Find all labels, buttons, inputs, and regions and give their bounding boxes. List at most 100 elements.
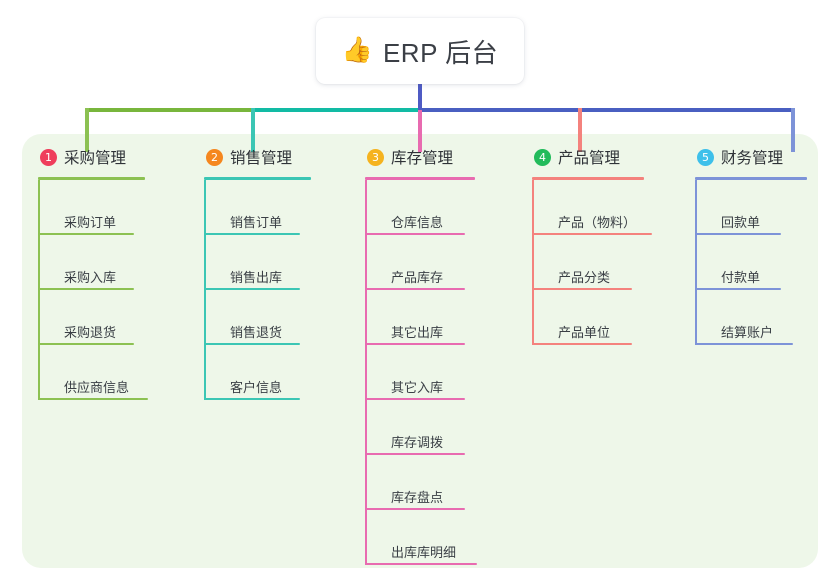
leaf-node-rule — [365, 343, 465, 345]
leaf-node-label: 回款单 — [721, 215, 761, 230]
leaf-node-label: 出库库明细 — [391, 545, 457, 560]
branch-drop-connector-2 — [251, 108, 255, 152]
leaf-node-rule — [532, 233, 652, 235]
branch-column-3: 3 库存管理仓库信息产品库存其它出库其它入库库存调拨库存盘点出库库明细 — [365, 146, 477, 565]
leaf-node-label: 采购退货 — [64, 325, 117, 340]
branch-drop-connector-1 — [85, 108, 89, 152]
leaf-node[interactable]: 产品库存 — [365, 235, 475, 290]
leaf-node[interactable]: 仓库信息 — [365, 180, 475, 235]
leaf-node-label: 产品单位 — [558, 325, 611, 340]
branch-number-badge: 5 — [697, 148, 714, 166]
connector-bar-left — [85, 108, 253, 112]
leaf-node-rule — [532, 288, 632, 290]
leaf-node-rule — [695, 343, 793, 345]
leaf-node[interactable]: 供应商信息 — [38, 345, 148, 400]
branch-title: 销售管理 — [230, 150, 293, 167]
leaf-node-rule — [204, 233, 300, 235]
leaf-node[interactable]: 销售订单 — [204, 180, 311, 235]
branch-header-rule — [695, 177, 807, 180]
leaf-node[interactable]: 采购入库 — [38, 235, 145, 290]
leaf-node-label: 销售退货 — [230, 325, 283, 340]
branch-items-4: 产品（物料） 产品分类产品单位 — [532, 180, 652, 345]
branch-column-5: 5 财务管理回款单付款单结算账户 — [695, 146, 807, 345]
thumbs-up-icon: 👍 — [341, 35, 373, 64]
leaf-node-rule — [38, 343, 134, 345]
leaf-node-label: 其它入库 — [391, 380, 444, 395]
leaf-node-label: 库存调拨 — [391, 435, 444, 450]
leaf-node[interactable]: 产品单位 — [532, 290, 644, 345]
branch-title: 财务管理 — [721, 150, 784, 167]
leaf-node[interactable]: 出库库明细 — [365, 510, 477, 565]
leaf-node-rule — [38, 233, 134, 235]
branch-items-1: 采购订单采购入库采购退货供应商信息 — [38, 180, 148, 400]
leaf-node-rule — [532, 343, 632, 345]
leaf-node-label: 产品（物料） — [558, 215, 637, 230]
leaf-node[interactable]: 销售出库 — [204, 235, 311, 290]
leaf-node-label: 付款单 — [721, 270, 761, 285]
branch-header-3[interactable]: 3 库存管理 — [365, 146, 475, 168]
branch-drop-connector-3 — [418, 108, 422, 152]
leaf-node-rule — [365, 453, 465, 455]
branch-header-rule — [38, 177, 145, 180]
leaf-node[interactable]: 客户信息 — [204, 345, 311, 400]
branch-items-5: 回款单付款单结算账户 — [695, 180, 807, 345]
leaf-node[interactable]: 付款单 — [695, 235, 807, 290]
leaf-node-rule — [204, 288, 300, 290]
leaf-node[interactable]: 库存调拨 — [365, 400, 475, 455]
leaf-node-label: 供应商信息 — [64, 380, 130, 395]
leaf-node-rule — [695, 288, 781, 290]
leaf-node-label: 仓库信息 — [391, 215, 444, 230]
branch-title: 库存管理 — [391, 150, 454, 167]
branch-number-badge: 3 — [367, 148, 384, 166]
leaf-node-label: 结算账户 — [721, 325, 774, 340]
branch-header-5[interactable]: 5 财务管理 — [695, 146, 807, 168]
branch-header-rule — [532, 177, 644, 180]
leaf-node[interactable]: 其它入库 — [365, 345, 475, 400]
leaf-node-rule — [695, 233, 781, 235]
leaf-node-rule — [38, 398, 148, 400]
leaf-node[interactable]: 其它出库 — [365, 290, 475, 345]
branch-drop-connector-4 — [578, 108, 582, 152]
page-title: ERP 后台 — [382, 37, 499, 68]
leaf-node-rule — [365, 233, 465, 235]
leaf-node-label: 销售出库 — [230, 270, 283, 285]
leaf-node-label: 销售订单 — [230, 215, 283, 230]
branch-spine — [204, 180, 206, 400]
leaf-node-label: 采购订单 — [64, 215, 117, 230]
leaf-node[interactable]: 产品（物料） — [532, 180, 652, 235]
branch-spine — [532, 180, 534, 345]
leaf-node[interactable]: 采购订单 — [38, 180, 145, 235]
leaf-node[interactable]: 销售退货 — [204, 290, 311, 345]
leaf-node[interactable]: 采购退货 — [38, 290, 145, 345]
branch-drop-connector-5 — [791, 108, 795, 152]
leaf-node-rule — [365, 563, 477, 565]
branch-header-rule — [365, 177, 475, 180]
leaf-node[interactable]: 产品分类 — [532, 235, 644, 290]
branch-items-2: 销售订单销售出库销售退货客户信息 — [204, 180, 311, 400]
leaf-node[interactable]: 结算账户 — [695, 290, 807, 345]
leaf-node-label: 客户信息 — [230, 380, 283, 395]
root-node-card[interactable]: 👍 ERP 后台 — [316, 18, 524, 84]
leaf-node-label: 其它出库 — [391, 325, 444, 340]
branch-spine — [365, 180, 367, 565]
branch-title: 产品管理 — [558, 150, 621, 167]
branch-header-rule — [204, 177, 311, 180]
branch-spine — [38, 180, 40, 400]
diagram-background-panel — [22, 134, 818, 568]
leaf-node-rule — [365, 288, 465, 290]
leaf-node-label: 产品分类 — [558, 270, 611, 285]
branch-items-3: 仓库信息产品库存其它出库其它入库库存调拨库存盘点出库库明细 — [365, 180, 477, 565]
branch-title: 采购管理 — [64, 150, 127, 167]
branch-spine — [695, 180, 697, 345]
root-trunk-connector — [418, 84, 422, 110]
root-node-content: 👍 ERP 后台 — [342, 33, 498, 70]
leaf-node[interactable]: 库存盘点 — [365, 455, 475, 510]
leaf-node[interactable]: 回款单 — [695, 180, 807, 235]
leaf-node-label: 库存盘点 — [391, 490, 444, 505]
